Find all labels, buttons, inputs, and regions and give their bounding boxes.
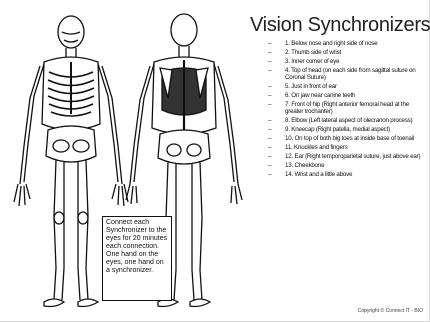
instruction-list: 1. Below nose and right side of nose 2. … (268, 41, 428, 181)
instruction-note-box: Connect each Synchronizer to the eyes fo… (102, 216, 172, 301)
list-item: 3. Inner corner of eye (268, 59, 428, 66)
list-item: 9. Kneecap (Right patella, medial aspect… (268, 127, 428, 134)
list-item: 6. On jaw near canine teeth (268, 93, 428, 100)
list-item: 10. On top of both big toes at inside ba… (268, 136, 428, 143)
list-item: 1. Below nose and right side of nose (268, 41, 428, 48)
list-item: 8. Elbow (Left lateral aspect of olecran… (268, 118, 428, 125)
list-item: 4. Top of head (on each side from sagitt… (268, 68, 428, 81)
list-item: 2. Thumb side of wrist (268, 50, 428, 57)
slide-title: Vision Synchronizers (250, 14, 430, 36)
list-item: 13. Cheekbone (268, 163, 428, 170)
list-item: 5. Just in front of ear (268, 84, 428, 91)
list-item: 11. Knuckles and fingers (268, 145, 428, 152)
list-item: 12. Ear (Right temporoparietal suture, j… (268, 154, 428, 161)
list-item: 7. Front of hip (Right anterior femoral … (268, 102, 428, 115)
copyright-text: Copyright © Connect IT - BIO (358, 308, 423, 314)
list-item: 14. Wrist and a little above (268, 172, 428, 179)
